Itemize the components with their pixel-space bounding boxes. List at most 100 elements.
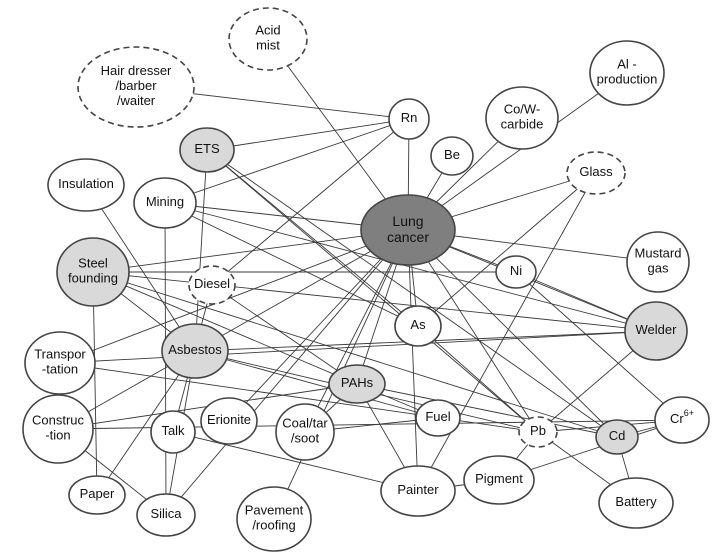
edge-ets-to-rn: [206, 118, 410, 151]
node-as: As: [394, 305, 442, 347]
edge-ni-to-cr6: [515, 271, 683, 421]
node-mustard-gas-label-line-2: gas: [648, 261, 669, 276]
edge-glass-to-painter: [417, 172, 597, 492]
node-pavement-roofing-ellipse: [236, 486, 312, 552]
node-glass-label-line-1: Glass: [579, 164, 613, 179]
node-lung-cancer-label-line-2: cancer: [387, 229, 429, 245]
node-transportation: Transpor-tation: [24, 331, 96, 395]
node-transportation-ellipse: [24, 331, 96, 395]
node-insulation-label-line-1: Insulation: [58, 176, 114, 191]
node-hair-dresser-label-line-2: /barber: [115, 78, 157, 93]
edge-as-to-pb: [417, 325, 539, 433]
edge-steel-founding-to-welder: [92, 271, 657, 332]
node-mining: Mining: [133, 177, 197, 229]
node-ets: ETS: [179, 127, 235, 173]
node-silica-ellipse: [136, 493, 196, 537]
node-cd-label-line-1: Cd: [609, 428, 626, 443]
node-erionite-ellipse: [200, 397, 258, 445]
node-diesel-ellipse: [188, 265, 236, 305]
edge-lung-cancer-to-transportation: [59, 229, 409, 364]
node-pahs-label-line-1: PAHs: [341, 375, 374, 390]
edge-rn-to-diesel: [211, 118, 410, 286]
node-hair-dresser-ellipse: [77, 46, 195, 128]
node-diesel: Diesel: [188, 265, 236, 305]
edge-pahs-to-cd: [356, 383, 618, 438]
node-battery-ellipse: [598, 477, 674, 529]
node-transportation-label-line-2: -tation: [42, 362, 78, 377]
node-al-production-label-line-1: Al -: [617, 57, 637, 72]
node-talk-ellipse: [150, 410, 196, 454]
node-glass: Glass: [566, 151, 626, 195]
node-pavement-roofing-label-line-2: /roofing: [252, 518, 295, 533]
node-painter: Painter: [380, 465, 456, 517]
node-transportation-label-line-1: Transpor: [34, 347, 86, 362]
node-asbestos-ellipse: [161, 323, 229, 379]
edge-rn-to-mining: [164, 118, 410, 204]
node-mining-label-line-1: Mining: [146, 194, 184, 209]
node-painter-ellipse: [380, 465, 456, 517]
node-ni-ellipse: [495, 255, 537, 289]
node-talk-label-line-1: Talk: [161, 423, 185, 438]
node-steel-founding-ellipse: [56, 237, 130, 307]
node-cr6-label-line-1: Cr6+: [670, 408, 694, 426]
node-diesel-label-line-1: Diesel: [194, 276, 230, 291]
node-erionite-label-line-1: Erionite: [207, 412, 251, 427]
edge-ets-to-asbestos: [194, 149, 208, 352]
node-ets-ellipse: [179, 127, 235, 173]
node-hair-dresser: Hair dresser/barber/waiter: [77, 46, 195, 128]
node-insulation-ellipse: [47, 158, 125, 212]
node-coal-tar-soot-ellipse: [275, 403, 335, 461]
node-pigment: Pigment: [463, 455, 535, 505]
edge-asbestos-to-fuel: [194, 350, 439, 419]
node-welder: Welder: [624, 301, 688, 361]
node-asbestos-label-line-1: Asbestos: [168, 342, 222, 357]
node-lung-cancer-ellipse: [360, 194, 456, 266]
node-as-ellipse: [394, 305, 442, 347]
edge-lung-cancer-to-al-production: [407, 72, 628, 231]
node-acid-mist-ellipse: [228, 7, 308, 71]
node-paper: Paper: [68, 475, 126, 515]
node-al-production-ellipse: [589, 40, 665, 106]
node-rn: Rn: [388, 98, 430, 140]
node-fuel-label-line-1: Fuel: [425, 409, 450, 424]
node-battery-label-line-1: Battery: [615, 494, 657, 509]
node-acid-mist-label-line-1: Acid: [255, 23, 280, 38]
node-pb-label-line-1: Pb: [530, 423, 546, 438]
node-pavement-roofing: Pavement/roofing: [236, 486, 312, 552]
edge-erionite-to-lung-cancer: [228, 229, 409, 422]
node-mustard-gas-ellipse: [626, 231, 690, 293]
node-steel-founding-label-line-1: Steel: [78, 256, 108, 271]
node-cd: Cd: [595, 419, 639, 455]
node-asbestos: Asbestos: [161, 323, 229, 379]
node-ets-label-line-1: ETS: [194, 141, 220, 156]
node-welder-label-line-1: Welder: [636, 322, 678, 337]
node-pigment-ellipse: [463, 455, 535, 505]
node-fuel-ellipse: [415, 399, 461, 437]
node-construction-ellipse: [22, 394, 94, 464]
edge-talk-to-painter: [172, 431, 419, 492]
node-cow-carbide: Co/W-carbide: [485, 86, 559, 150]
edge-glass-to-as: [417, 172, 597, 327]
node-cd-ellipse: [595, 419, 639, 455]
edge-lung-cancer-to-steel-founding: [92, 229, 409, 273]
node-glass-ellipse: [566, 151, 626, 195]
node-painter-label-line-1: Painter: [397, 482, 439, 497]
node-pb: Pb: [518, 416, 558, 448]
node-steel-founding-label-line-2: founding: [68, 271, 118, 286]
node-rn-ellipse: [388, 98, 430, 140]
edge-mining-to-as: [164, 202, 419, 327]
edge-ets-to-as: [206, 149, 419, 327]
edge-lung-cancer-to-painter: [407, 229, 419, 492]
node-hair-dresser-label-line-1: Hair dresser: [101, 63, 172, 78]
node-construction-label-line-2: -tion: [45, 428, 70, 443]
node-ni: Ni: [495, 255, 537, 289]
edge-steel-founding-to-paper: [92, 271, 98, 496]
node-welder-ellipse: [624, 301, 688, 361]
node-cr6: Cr6+: [654, 396, 710, 444]
edge-lung-cancer-to-acid-mist: [267, 38, 409, 231]
node-cow-carbide-label-line-2: carbide: [501, 117, 544, 132]
node-hair-dresser-label-line-3: /waiter: [117, 93, 156, 108]
